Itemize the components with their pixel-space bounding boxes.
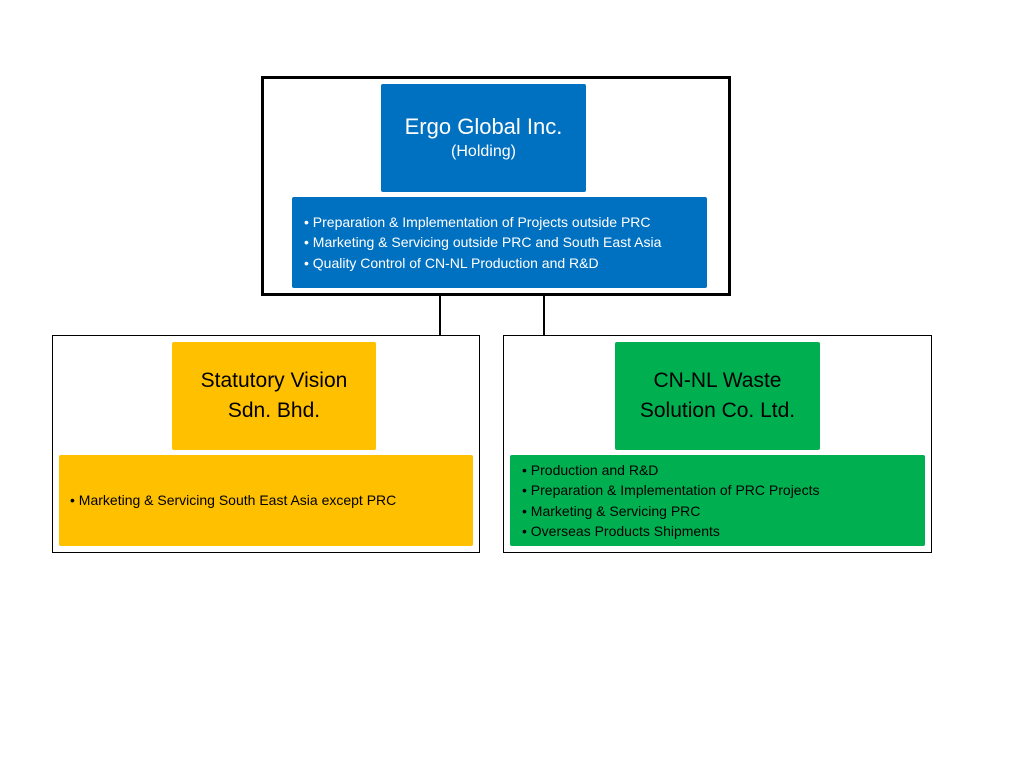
cn-nl-item: • Marketing & Servicing PRC [522,502,701,519]
statutory-vision-item: • Marketing & Servicing South East Asia … [70,492,397,509]
connector-to-cn-nl [543,296,545,335]
cn-nl-title-box: CN-NL Waste Solution Co. Ltd. [615,342,820,450]
statutory-vision-responsibilities: • Marketing & Servicing South East Asia … [59,455,473,546]
statutory-vision-name-line1: Statutory Vision [200,369,348,392]
cn-nl-item: • Production and R&D [522,461,659,478]
cn-nl-name-line2: Solution Co. Ltd. [639,399,796,422]
cn-nl-item: • Preparation & Implementation of PRC Pr… [522,482,820,498]
cn-nl-responsibilities: • Production and R&D • Preparation & Imp… [510,455,925,546]
holding-title-box: Ergo Global Inc. (Holding) [381,84,586,192]
holding-name: Ergo Global Inc. [404,114,563,139]
statutory-vision-name-line2: Sdn. Bhd. [227,399,321,422]
holding-item: • Marketing & Servicing outside PRC and … [304,234,662,251]
connector-to-statutory-vision [439,296,441,335]
holding-responsibilities: • Preparation & Implementation of Projec… [292,197,707,288]
statutory-vision-title-box: Statutory Vision Sdn. Bhd. [172,342,376,450]
cn-nl-name-line1: CN-NL Waste [653,369,782,392]
cn-nl-item: • Overseas Products Shipments [522,523,720,539]
holding-subtitle: (Holding) [451,143,516,160]
holding-item: • Preparation & Implementation of Projec… [304,213,651,230]
holding-item: • Quality Control of CN-NL Production an… [304,254,599,271]
